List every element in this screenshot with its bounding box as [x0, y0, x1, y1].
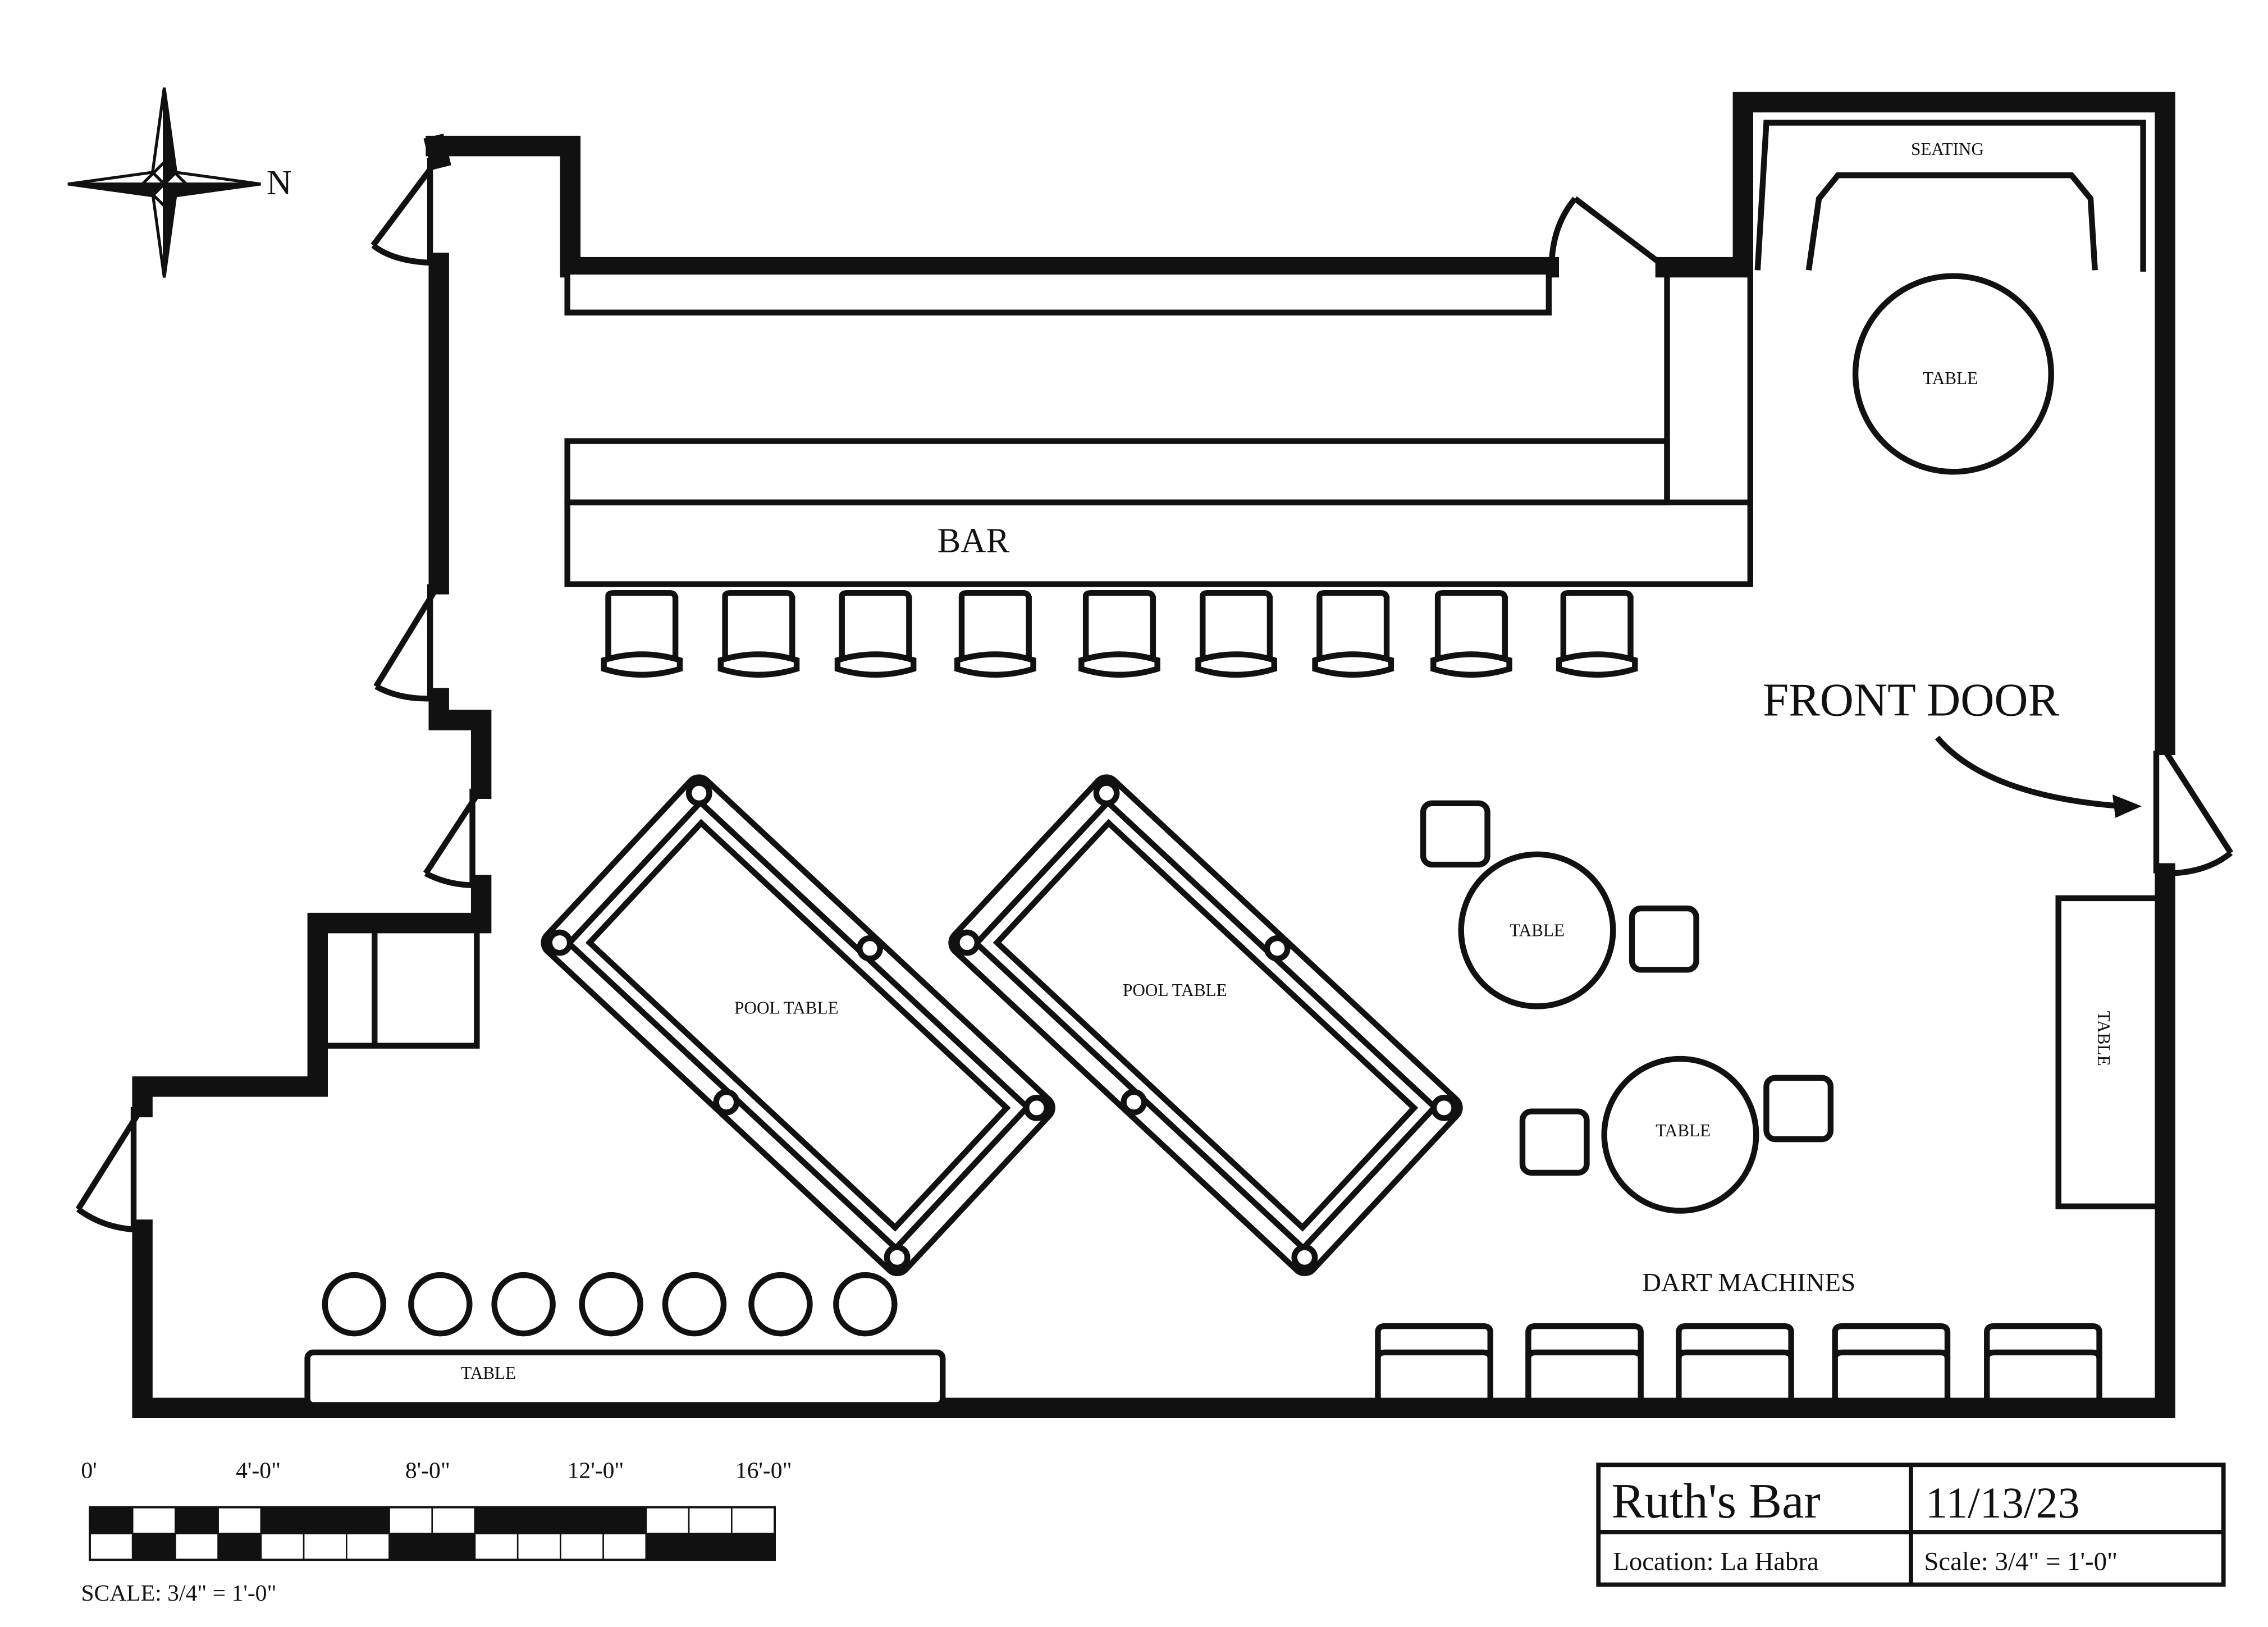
arrow-icon: [1935, 735, 2121, 810]
project-location: Location: La Habra: [1613, 1547, 1819, 1576]
door-west-mid[interactable]: [373, 582, 442, 702]
bar-stool: [1430, 589, 1512, 678]
front-door-label: FRONT DOOR: [1763, 675, 2060, 726]
dart-machine: [1375, 1323, 1493, 1402]
project-name: Ruth's Bar: [1612, 1474, 1821, 1529]
bar-stool: [717, 589, 800, 678]
round-table-top-right: [1852, 273, 2054, 475]
front-door[interactable]: [2153, 749, 2234, 876]
table-label: TABLE: [1923, 368, 1978, 388]
bar-stool: [954, 589, 1036, 678]
scale-tick-label: 8'-0": [405, 1458, 450, 1484]
round-table-lower: [1601, 1055, 1759, 1214]
dart-machine: [1832, 1323, 1951, 1402]
bar-label: BAR: [938, 520, 1010, 560]
arrow-head-icon: [2112, 794, 2142, 818]
chair: [1420, 800, 1490, 868]
stool: [491, 1272, 556, 1337]
chair: [1763, 1075, 1834, 1142]
stool: [322, 1272, 387, 1337]
door-west-small[interactable]: [423, 787, 484, 888]
door-northwest-top[interactable]: [371, 156, 441, 266]
scale-tick-label: 4'-0": [236, 1458, 281, 1484]
pool-table-right: [948, 774, 1463, 1277]
scale-tick-label: 12'-0": [568, 1458, 624, 1484]
stool: [662, 1272, 727, 1337]
bar-stool: [601, 589, 683, 678]
stool: [408, 1272, 473, 1337]
dart-machine: [1984, 1323, 2102, 1402]
stool: [748, 1272, 813, 1337]
project-date: 11/13/23: [1926, 1478, 2080, 1527]
bar-stools: [601, 589, 1638, 678]
bottom-stools: [322, 1272, 898, 1337]
exterior-wall: [132, 92, 2175, 1418]
bar-stool: [1312, 589, 1394, 678]
seating-label: SEATING: [1911, 139, 1984, 159]
bar-stool: [1078, 589, 1160, 678]
dart-machine: [1676, 1323, 1794, 1402]
bar-stool: [1556, 589, 1638, 678]
pool-table-left: [541, 774, 1055, 1277]
stool: [579, 1272, 643, 1337]
dart-machines: [1375, 1323, 2102, 1402]
table-label: TABLE: [1656, 1121, 1711, 1140]
seating-booth: [1754, 120, 2146, 272]
compass-rose-icon: [67, 87, 261, 278]
door-southwest[interactable]: [75, 1105, 145, 1233]
dart-machines-label: DART MACHINES: [1642, 1268, 1855, 1297]
table-label: TABLE: [2094, 1011, 2114, 1066]
bar-counter: [564, 268, 1754, 587]
side-table-right: [2055, 895, 2161, 1209]
pool-table-label: POOL TABLE: [734, 998, 839, 1017]
door-bar-back[interactable]: [1548, 196, 1668, 270]
chair: [1519, 1108, 1590, 1176]
title-block: Ruth's Bar 11/13/23 Location: La Habra S…: [1596, 1463, 2226, 1587]
stool: [833, 1272, 898, 1337]
round-table-mid: [1458, 851, 1616, 1009]
pool-table-label: POOL TABLE: [1123, 980, 1227, 1000]
dart-machine: [1525, 1323, 1644, 1402]
scale-tick-label: 0': [81, 1458, 97, 1484]
long-table-bottom: [304, 1349, 946, 1408]
project-scale: Scale: 3/4" = 1'-0": [1924, 1547, 2118, 1576]
north-label: N: [267, 163, 292, 202]
scale-caption: SCALE: 3/4" = 1'-0": [81, 1580, 276, 1606]
bar-stool: [834, 589, 917, 678]
chair: [1629, 905, 1699, 973]
bar-stool: [1195, 589, 1277, 678]
scale-tick-label: 16'-0": [735, 1458, 792, 1484]
scale-bar: 0' 4'-0" 8'-0" 12'-0" 16'-0" SCALE: 3/4"…: [81, 1458, 792, 1607]
table-label: TABLE: [1510, 921, 1565, 940]
table-label: TABLE: [461, 1363, 516, 1383]
storage-nook: [319, 926, 480, 1049]
